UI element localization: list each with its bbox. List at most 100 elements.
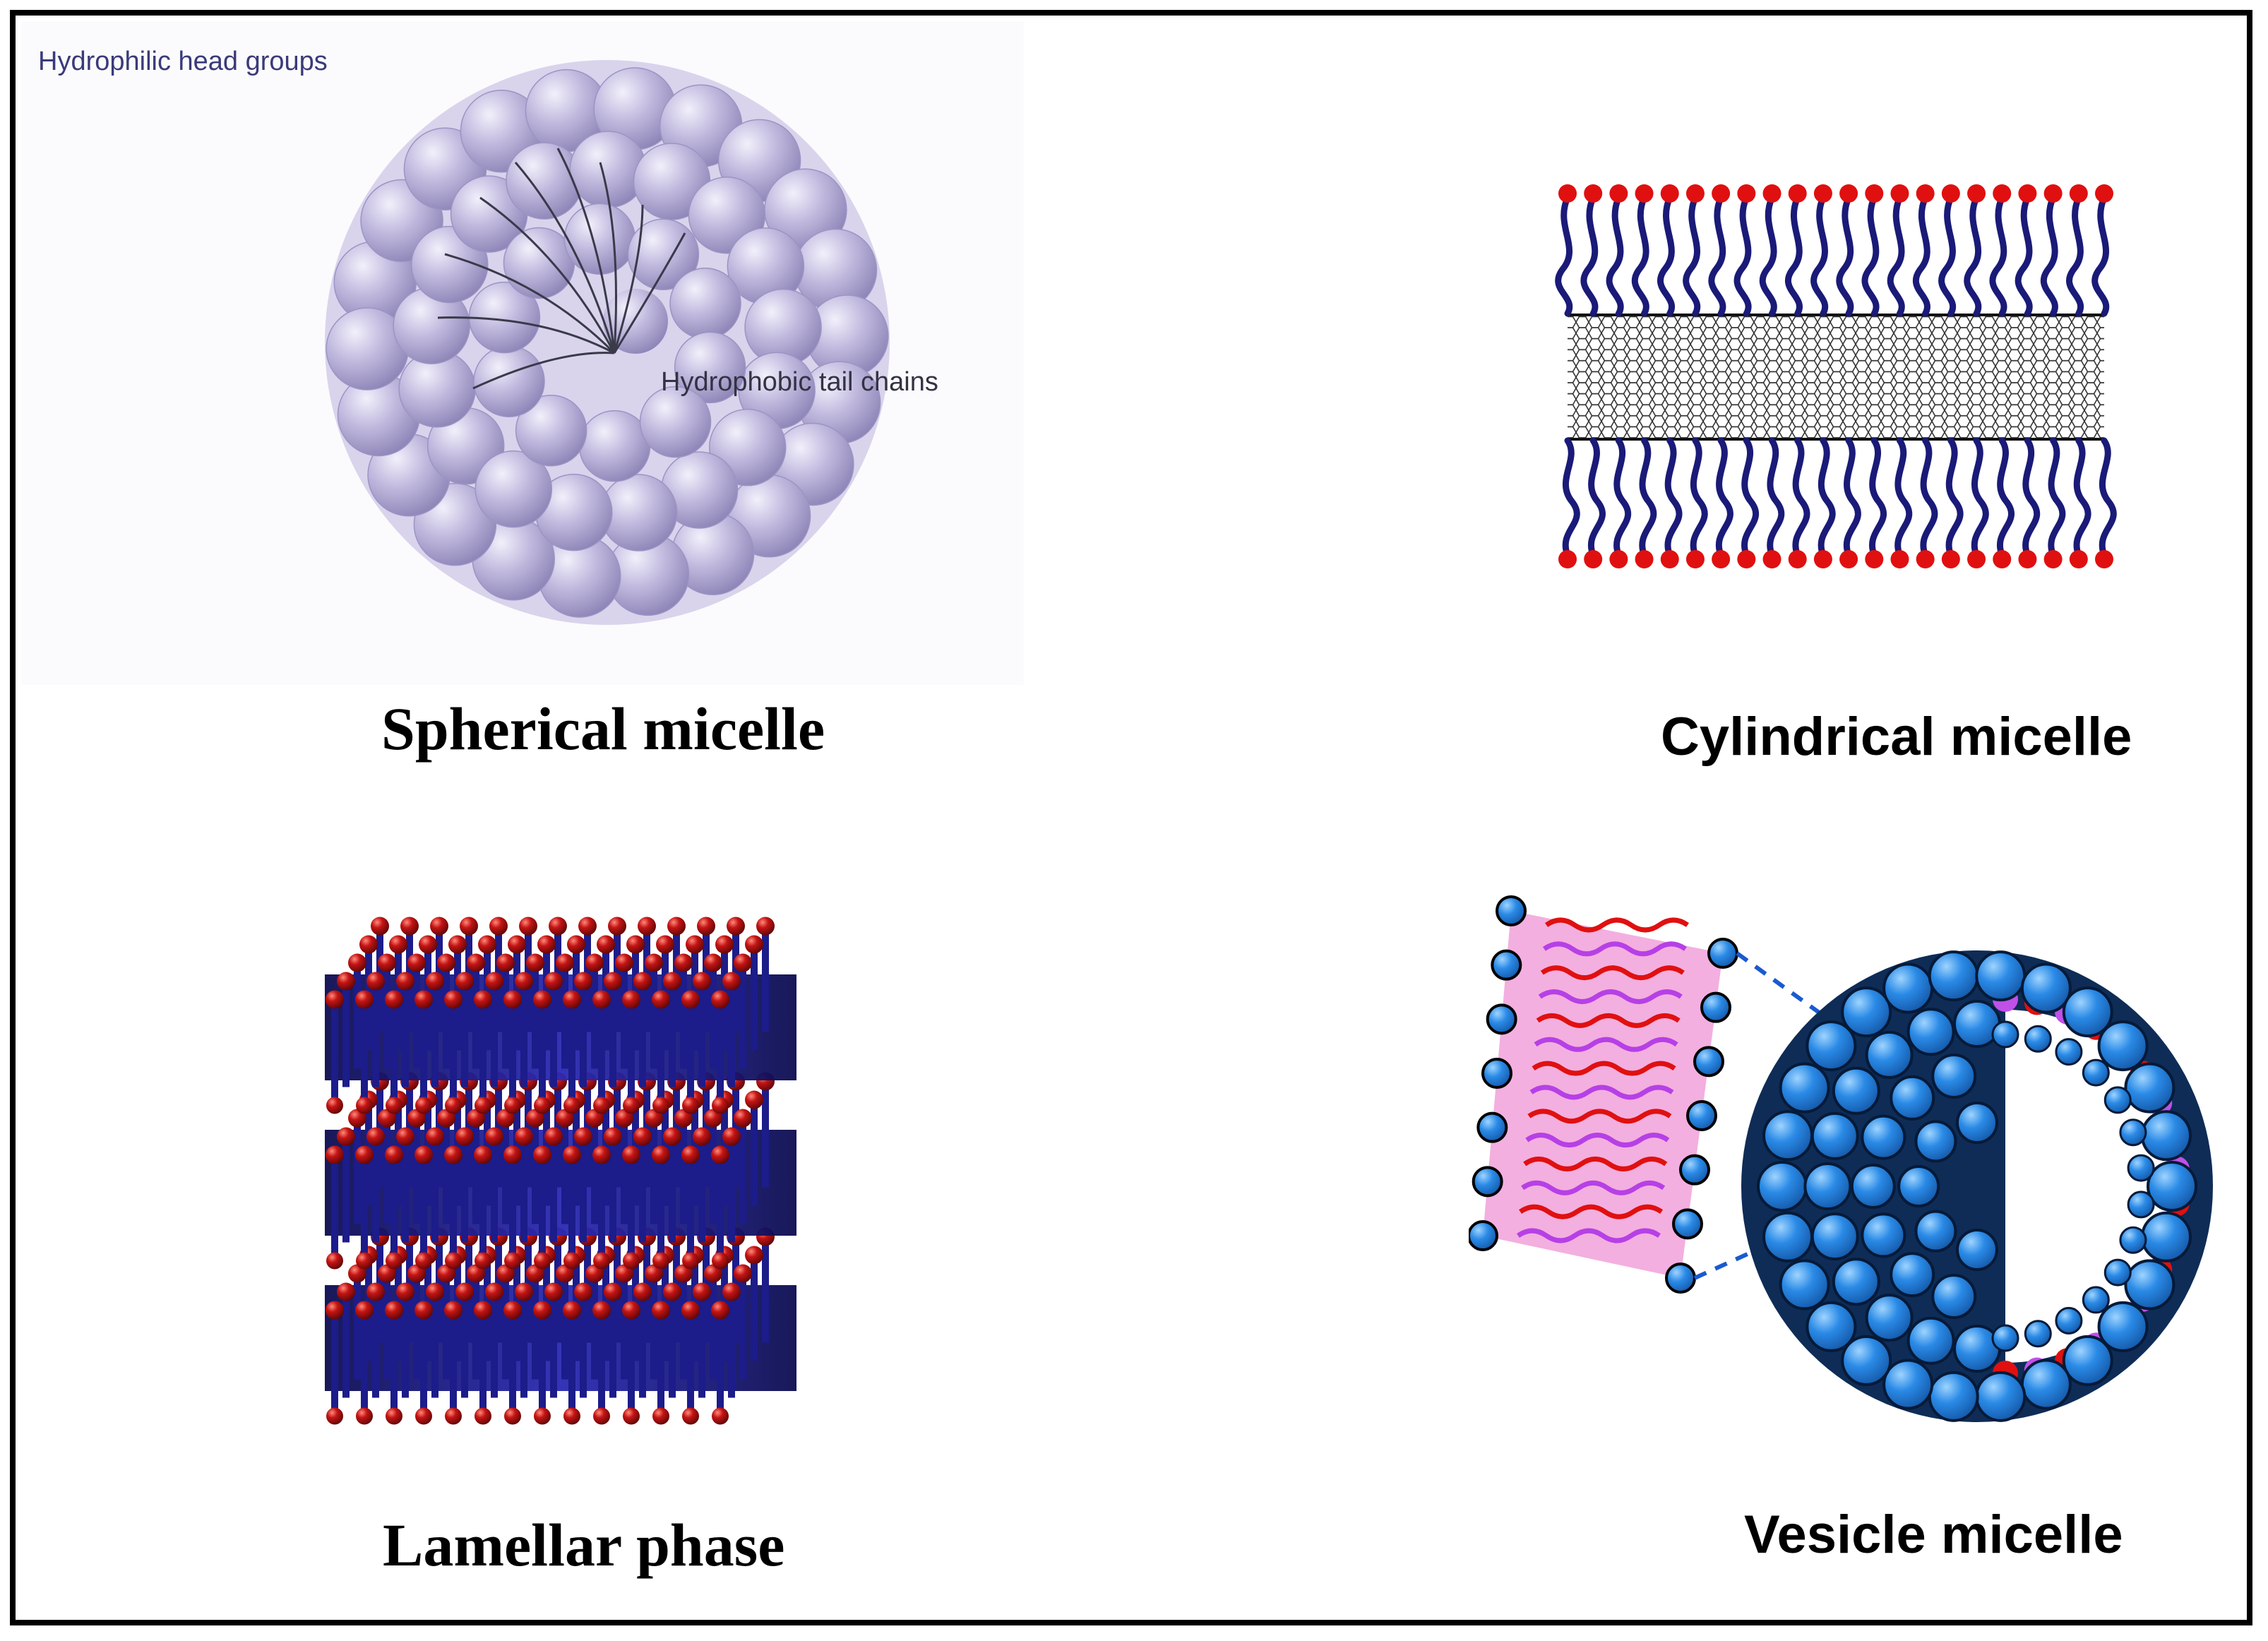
lipid-head: [615, 953, 633, 972]
lipid-tail: [402, 1136, 409, 1243]
surfactant-head: [1737, 184, 1756, 203]
wavy-tail: [1523, 1156, 1668, 1171]
surfactant-head: [1967, 184, 1986, 203]
lipid-head: [467, 1109, 485, 1128]
lipid-tail: [762, 1081, 769, 1188]
wavy-tail: [1534, 1037, 1678, 1052]
lipid-head: [355, 1145, 374, 1164]
vesicle-head: [1865, 1294, 1914, 1342]
lipid-head: [585, 1264, 604, 1283]
lipid-head: [426, 972, 444, 991]
lipid-tail: [539, 1154, 546, 1261]
surfactant-head: [2043, 550, 2063, 568]
surfactant-head: [2069, 184, 2088, 203]
vesicle-head: [2097, 1301, 2149, 1352]
surfactant-tail: [1664, 437, 1683, 559]
lipid-tail: [680, 1118, 687, 1224]
lipid-tail: [509, 1154, 516, 1261]
surfactant-head: [1813, 184, 1832, 203]
lipid-tail: [621, 1118, 628, 1224]
lipid-head: [549, 917, 567, 936]
surfactant-tail: [1938, 194, 1956, 317]
hydrophobic-tail-chain: [556, 148, 616, 354]
lipid-head: [407, 953, 426, 972]
vesicle-head: [2024, 1320, 2052, 1348]
surfactant-tail: [1843, 437, 1861, 559]
surfactant-head: [2069, 550, 2088, 568]
lipid-head: [496, 1109, 515, 1128]
surfactant-tail: [1836, 194, 1854, 317]
lipid-tail: [461, 981, 468, 1087]
vesicle-head: [1928, 950, 1979, 1002]
lipid-tail: [698, 981, 705, 1087]
lipid-head: [682, 1097, 699, 1114]
surfactant-head: [1635, 184, 1654, 203]
lipid-tail: [728, 981, 735, 1087]
surfactant-head: [1558, 184, 1577, 203]
vesicle-head: [2082, 1286, 2110, 1314]
lipid-tail: [628, 1310, 635, 1416]
lipid-tail: [443, 1273, 450, 1380]
lipid-tail: [580, 981, 587, 1087]
vesicle-head: [1757, 1161, 1808, 1212]
lipid-tail: [491, 1291, 498, 1398]
surfactant-head: [1712, 184, 1731, 203]
lipid-tail: [479, 1154, 487, 1261]
vesicle-head: [1931, 1273, 1977, 1319]
lipid-head: [437, 1109, 455, 1128]
lipid-head: [355, 1301, 374, 1320]
lipid-head: [592, 1145, 611, 1164]
vesicle-head: [1865, 1030, 1914, 1079]
hydrophobic-tail-chain: [437, 316, 615, 354]
lipid-tail: [568, 1310, 575, 1416]
lipid-head: [663, 1127, 681, 1146]
surfactant-tail: [1715, 437, 1733, 559]
lipid-head: [722, 972, 741, 991]
surfactant-head: [1635, 550, 1654, 568]
lipid-head: [448, 935, 467, 954]
lipid-head: [693, 1282, 711, 1301]
wavy-tail: [1516, 1228, 1661, 1243]
lipid-head: [686, 935, 704, 954]
lipid-head: [544, 972, 563, 991]
lipid-head: [711, 1301, 729, 1320]
lipid-tail: [680, 1273, 687, 1380]
carbon-nanotube-core: [1568, 315, 2104, 439]
lipid-head: [645, 953, 663, 972]
lipid-tail: [550, 1136, 557, 1243]
vesicle-head: [1991, 1020, 2019, 1049]
spherical-micelle-illustration: [325, 60, 890, 625]
lipid-head: [563, 1301, 581, 1320]
surfactant-tail: [1913, 194, 1930, 317]
lipid-tail: [450, 999, 457, 1106]
lipid-head: [652, 1407, 669, 1425]
vesicle-head: [1841, 1335, 1892, 1386]
lipid-tail: [628, 1154, 635, 1261]
lipid-tail: [561, 962, 568, 1069]
lipid-head: [348, 953, 366, 972]
lipid-tail: [568, 1154, 575, 1261]
lipid-tail: [502, 1273, 509, 1380]
lipid-head: [704, 953, 722, 972]
surfactant-head: [1839, 184, 1858, 203]
lipid-head: [638, 917, 656, 936]
lipid-head: [734, 1264, 752, 1283]
lipid-head: [371, 917, 389, 936]
lipid-head: [474, 990, 492, 1009]
lipid-head: [667, 917, 686, 936]
lipid-tail: [361, 1310, 368, 1416]
surfactant-head: [2018, 184, 2037, 203]
lipid-head: [652, 1097, 669, 1114]
head-group-sphere: [503, 227, 575, 299]
lipid-head: [415, 1252, 432, 1270]
surfactant-tail: [2091, 194, 2110, 317]
wavy-tail: [1521, 1180, 1666, 1195]
lipid-tail: [639, 1291, 646, 1398]
lipid-tail: [657, 1154, 664, 1261]
lipid-head: [515, 972, 533, 991]
lipid-tail: [710, 1118, 717, 1224]
lipid-head: [704, 1109, 722, 1128]
lipid-head: [652, 990, 670, 1009]
vesicle-head: [2103, 1086, 2132, 1114]
surfactant-head: [1788, 184, 1807, 203]
